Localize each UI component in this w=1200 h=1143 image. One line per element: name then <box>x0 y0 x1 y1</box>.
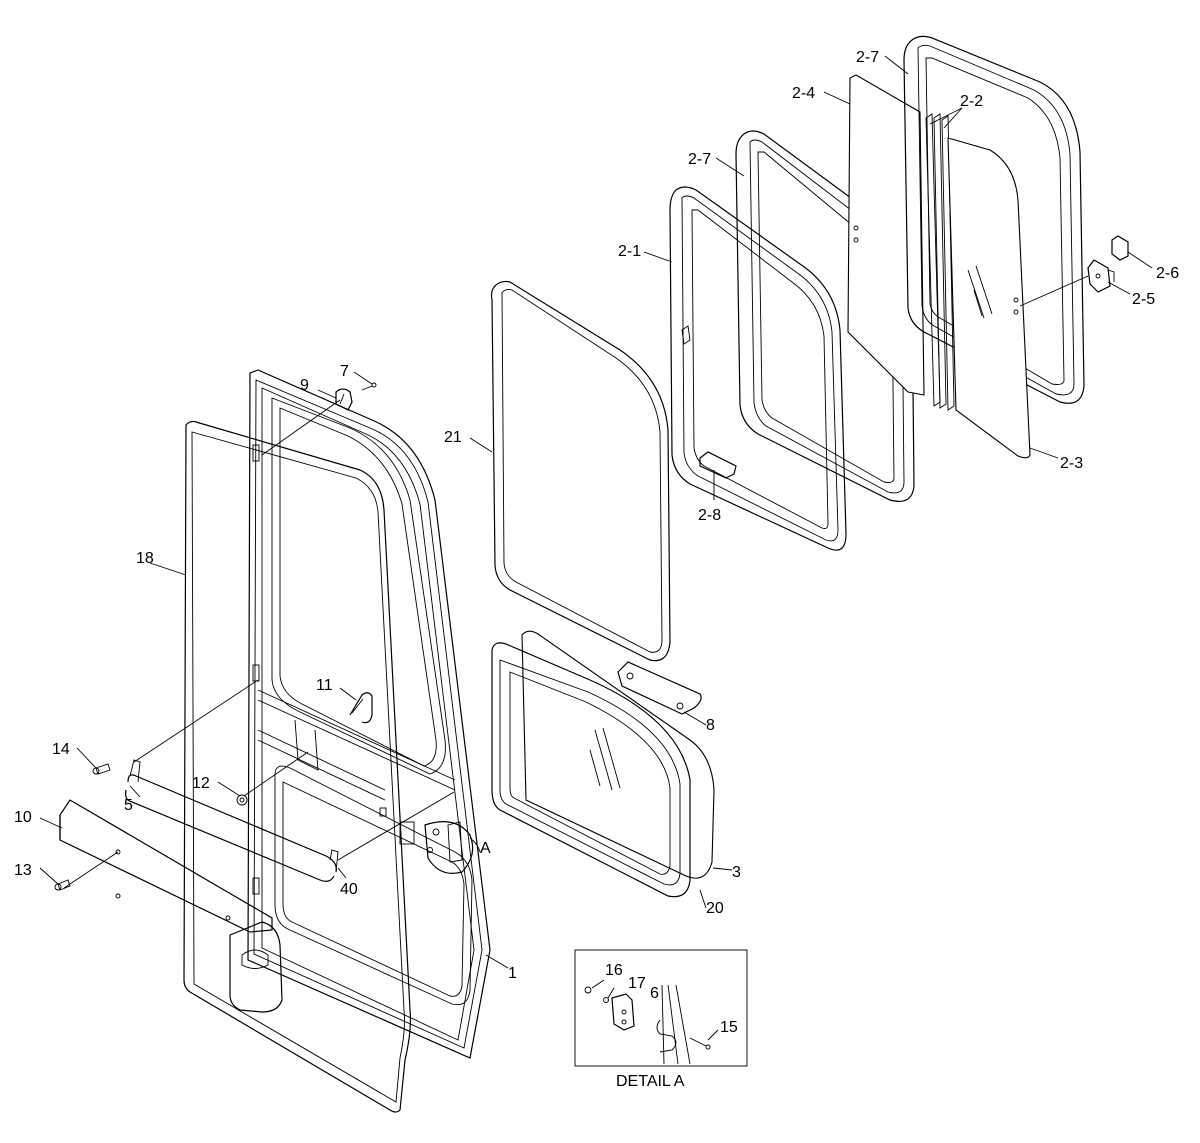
label-10: 10 <box>14 809 32 826</box>
label-2-1: 2-1 <box>618 243 641 260</box>
label-9: 9 <box>300 377 309 394</box>
part-labels: 7 9 18 21 11 14 12 5 10 13 40 A 1 3 20 8… <box>14 49 1179 1090</box>
leader-lines <box>39 55 1153 969</box>
label-14: 14 <box>52 741 70 758</box>
part-2-6-clip <box>1111 235 1129 261</box>
part-7-screw <box>361 382 377 391</box>
part-21-window-seal <box>490 280 671 662</box>
label-5: 5 <box>124 797 133 814</box>
label-2-5: 2-5 <box>1132 291 1155 308</box>
part-14-bolt <box>92 763 111 775</box>
label-2-3: 2-3 <box>1060 455 1083 472</box>
label-7: 7 <box>340 363 349 380</box>
label-3: 3 <box>732 864 741 881</box>
label-12: 12 <box>192 775 210 792</box>
part-2-4-glass <box>847 74 925 396</box>
part-20-lower-frame <box>491 642 691 898</box>
label-2-8: 2-8 <box>698 507 721 524</box>
label-2-6: 2-6 <box>1156 265 1179 282</box>
part-2-5-latch <box>1087 259 1115 293</box>
label-detail-17: 17 <box>628 975 646 992</box>
label-a-callout: A <box>480 840 491 857</box>
label-13: 13 <box>14 862 32 879</box>
label-40: 40 <box>340 881 358 898</box>
label-2-7-front: 2-7 <box>688 151 711 168</box>
label-detail-15: 15 <box>720 1019 738 1036</box>
part-1-door-frame <box>247 369 491 1059</box>
label-21: 21 <box>444 429 462 446</box>
part-11-rod <box>349 692 373 724</box>
label-1: 1 <box>508 965 517 982</box>
part-2-8-block <box>699 451 737 479</box>
part-2-1-sash-frame <box>669 186 847 551</box>
part-2-7-seal-rear <box>903 35 1085 404</box>
part-2-3-glass <box>947 137 1031 459</box>
detail-a-caption: DETAIL A <box>616 1073 685 1090</box>
label-2-7-rear: 2-7 <box>856 49 879 66</box>
part-12-nut <box>236 794 248 806</box>
part-18-door-seal <box>183 420 412 1113</box>
label-8: 8 <box>706 717 715 734</box>
detail-a-box <box>574 949 748 1067</box>
label-18: 18 <box>136 550 154 567</box>
part-3-lower-glass <box>521 630 715 879</box>
label-detail-16: 16 <box>605 962 623 979</box>
label-2-2: 2-2 <box>960 93 983 110</box>
label-20: 20 <box>706 900 724 917</box>
label-2-4: 2-4 <box>792 85 815 102</box>
part-5-rail <box>125 759 339 882</box>
label-detail-6: 6 <box>650 985 659 1002</box>
part-2-2-strips <box>925 113 955 411</box>
label-11: 11 <box>316 677 333 694</box>
part-8-handle <box>617 661 702 715</box>
part-9-bracket <box>335 388 353 411</box>
